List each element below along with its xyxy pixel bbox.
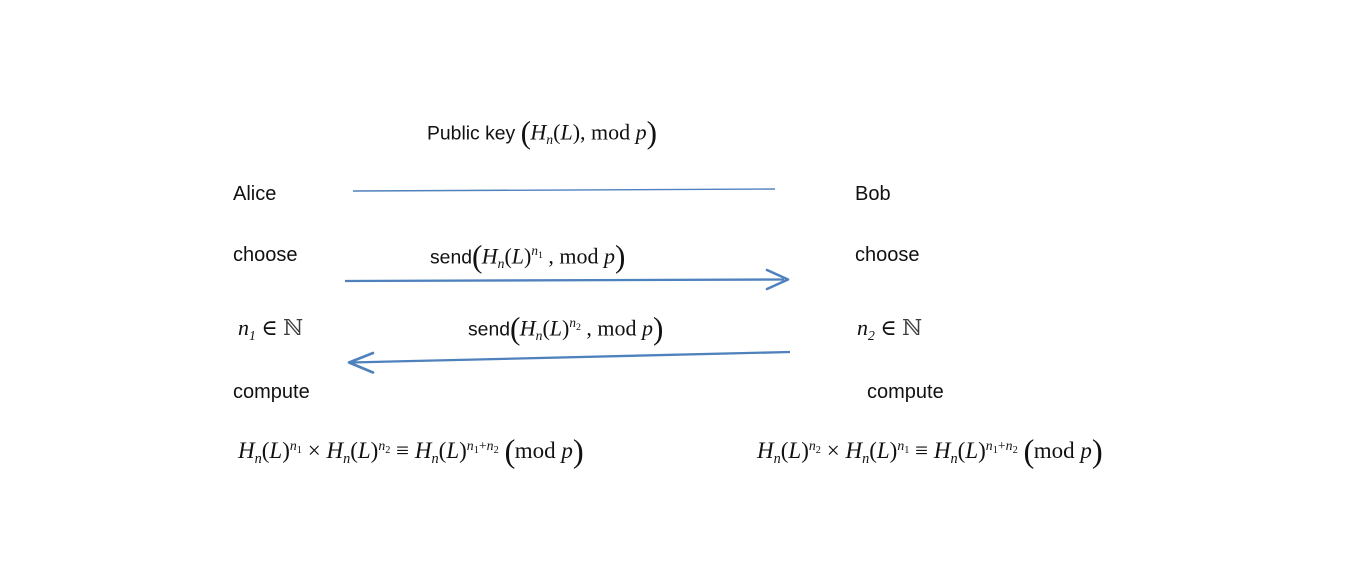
send-to-bob-formula: send(Hn(L)n1 , mod p)	[430, 239, 625, 274]
choose-right-label: choose	[855, 244, 920, 266]
bob-result-formula: Hn(L)n2 × Hn(L)n1 ≡ Hn(L)n1+n2 (mod p)	[757, 434, 1103, 470]
compute-right-label: compute	[867, 381, 944, 403]
arrow-left-shaft	[350, 350, 791, 364]
choose-left-label: choose	[233, 244, 298, 266]
bob-label: Bob	[855, 183, 891, 205]
alice-result-formula: Hn(L)n1 × Hn(L)n2 ≡ Hn(L)n1+n2 (mod p)	[238, 434, 584, 470]
arrow-right-shaft	[344, 278, 785, 283]
alice-label: Alice	[233, 183, 277, 205]
send-to-alice-formula: send(Hn(L)n2 , mod p)	[468, 311, 663, 346]
n2-in-naturals: n2 ∈ ℕ	[857, 315, 923, 343]
public-key-title: Public key (Hn(L), mod p)	[427, 115, 657, 150]
alice-bob-line	[352, 188, 776, 192]
compute-left-label: compute	[233, 381, 310, 403]
arrow-left-head-icon	[347, 351, 375, 374]
arrow-right-head-icon	[765, 268, 790, 291]
n1-in-naturals: n1 ∈ ℕ	[238, 315, 304, 343]
